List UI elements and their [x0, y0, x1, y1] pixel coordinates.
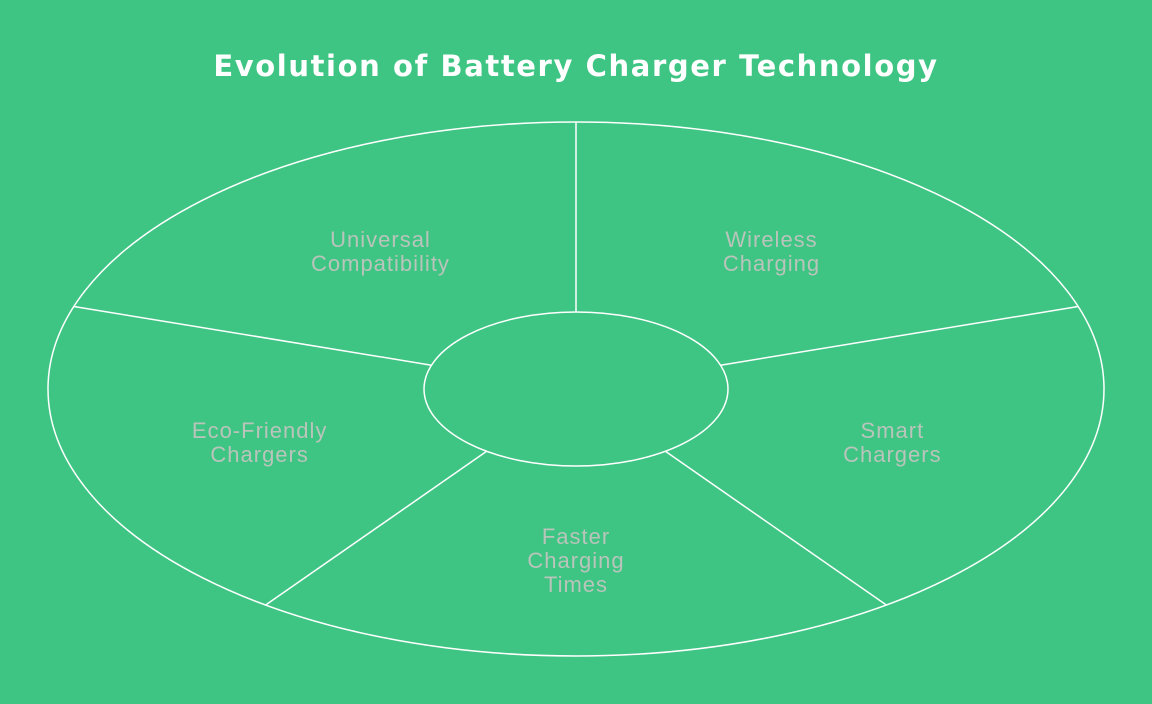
segment-dividers — [73, 122, 1079, 606]
diagram-title: Evolution of Battery Charger Technology — [213, 49, 939, 83]
segment-label-line: Chargers — [843, 442, 941, 467]
segment-divider — [265, 450, 488, 606]
segment-divider — [720, 305, 1079, 366]
segment-label-line: Chargers — [210, 442, 308, 467]
segment-label-line: Faster — [542, 524, 610, 549]
segment-label-line: Charging — [527, 548, 624, 573]
segment-divider — [73, 305, 432, 366]
segment-label-line: Compatibility — [311, 251, 450, 276]
segment-label-line: Eco-Friendly — [192, 418, 327, 443]
segment-divider — [664, 450, 887, 606]
segment-label-line: Universal — [330, 227, 431, 252]
center-hub — [423, 311, 729, 467]
segment-label-line: Wireless — [725, 227, 817, 252]
segment-label-line: Smart — [861, 418, 925, 443]
segment-label-line: Times — [544, 572, 608, 597]
segment-label-line: Charging — [723, 251, 820, 276]
